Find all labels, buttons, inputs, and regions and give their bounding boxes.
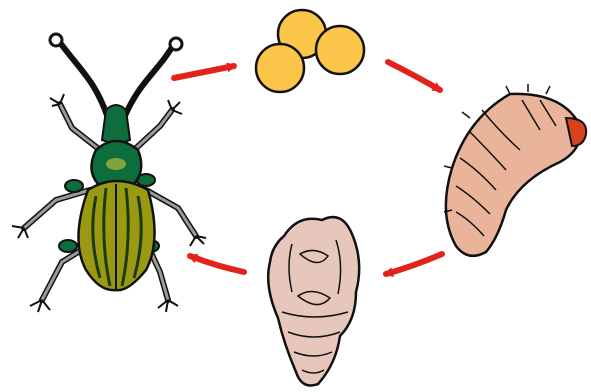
pupa-icon	[268, 217, 359, 385]
eggs-icon	[256, 10, 364, 92]
arrow-pupa-to-adult	[190, 256, 244, 272]
arrow-larva-to-pupa	[386, 254, 442, 274]
arrow-adult-to-eggs	[174, 66, 234, 78]
larva-grub-icon	[444, 84, 586, 256]
arrow-eggs-to-larva	[388, 62, 440, 90]
